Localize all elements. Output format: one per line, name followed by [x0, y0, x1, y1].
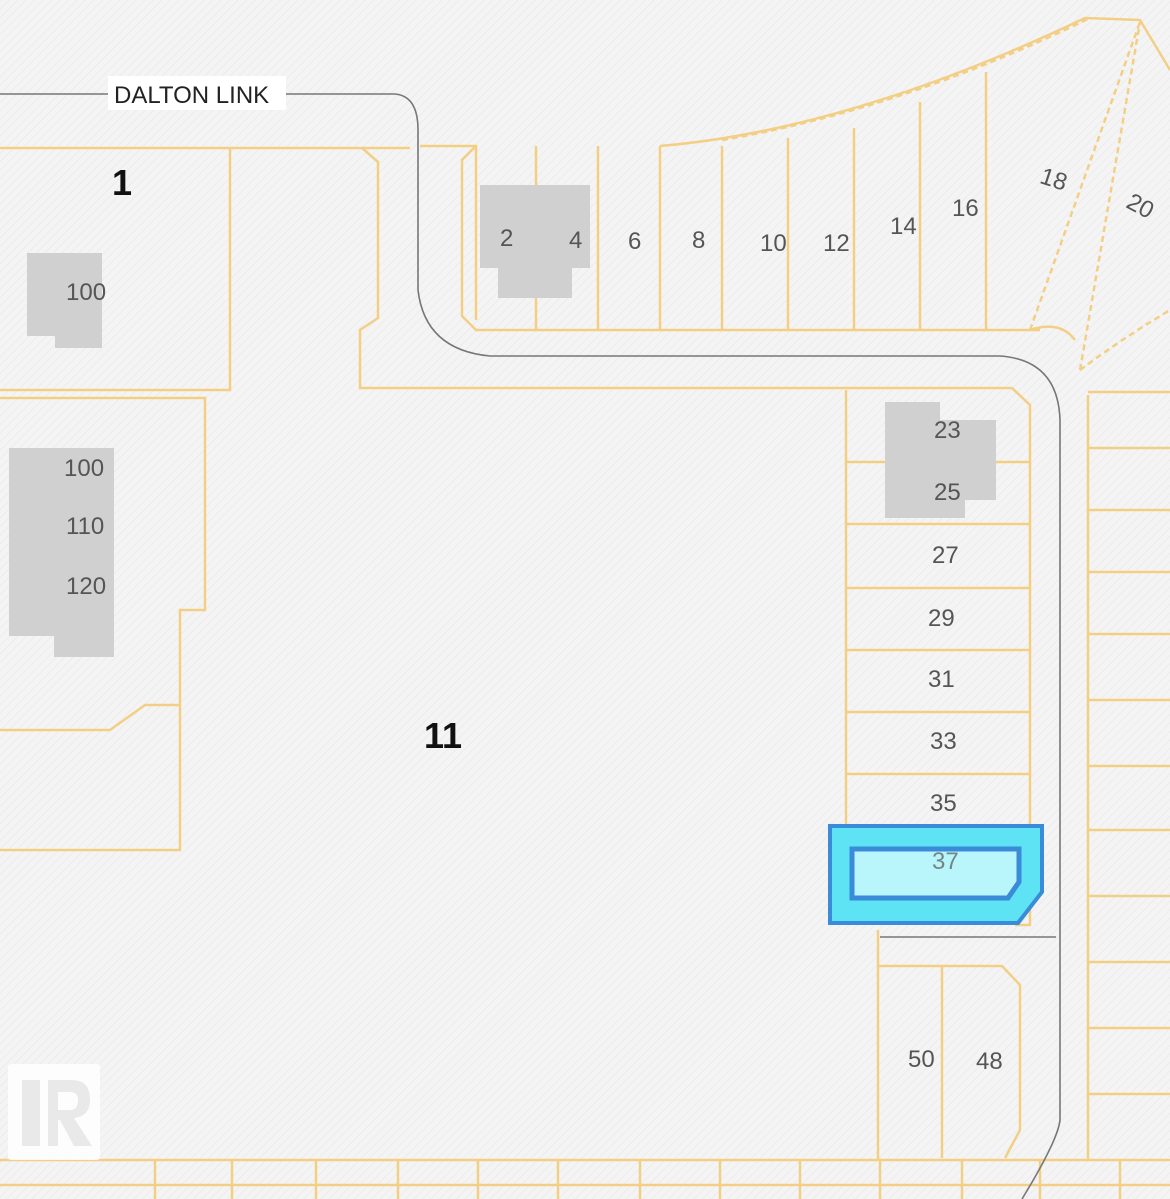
lot-number-33: 33: [930, 728, 957, 755]
buildings: [9, 185, 996, 657]
building-label-block1: 100: [66, 279, 106, 306]
lot-number-4: 4: [569, 227, 582, 254]
building-label-120: 120: [66, 573, 106, 600]
realtor-r-logo-icon: [8, 1064, 100, 1160]
lot-number-25: 25: [934, 479, 961, 506]
lot-number-8: 8: [692, 227, 705, 254]
block-label-1: 1: [112, 162, 132, 203]
lot-number-37: 37: [932, 848, 959, 875]
building-lot-23-25: [885, 402, 996, 518]
selected-lot-37[interactable]: [828, 824, 1044, 925]
lot-number-16: 16: [952, 195, 979, 222]
building-label-100: 100: [64, 455, 104, 482]
lot-number-10: 10: [760, 230, 787, 257]
lot-number-2: 2: [500, 225, 513, 252]
lot-number-12: 12: [823, 230, 850, 257]
lot-number-35: 35: [930, 790, 957, 817]
building-lot-2-4: [480, 185, 590, 298]
lot-number-48: 48: [976, 1048, 1003, 1075]
lot-number-31: 31: [928, 666, 955, 693]
road-lines: [0, 93, 1061, 1199]
street-label-bg: [108, 76, 286, 110]
lot-number-14: 14: [890, 213, 917, 240]
lot-number-6: 6: [628, 228, 641, 255]
lot-number-23: 23: [934, 417, 961, 444]
lot-number-27: 27: [932, 542, 959, 569]
street-name-label: DALTON LINK: [114, 82, 269, 109]
block-label-11: 11: [424, 715, 462, 756]
building-block11-multi: [9, 448, 114, 657]
building-block1-100: [27, 253, 102, 348]
lot-number-29: 29: [928, 605, 955, 632]
lot-lines: [0, 16, 1170, 1199]
lot-number-50: 50: [908, 1046, 935, 1073]
building-label-110: 110: [66, 513, 104, 540]
